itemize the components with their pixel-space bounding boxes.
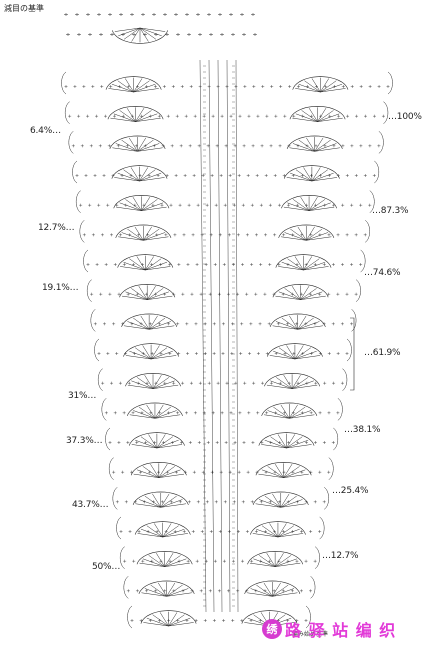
right-label-2: …87.3%	[372, 206, 409, 216]
fan-right-5	[278, 224, 335, 241]
fan-left-14	[132, 491, 189, 508]
fan-left-13	[130, 461, 187, 478]
fan-left-4	[113, 194, 170, 211]
fan-left-15	[134, 521, 191, 538]
fan-right-0	[292, 76, 349, 93]
fan-right-3	[283, 165, 340, 182]
fan-right-2	[286, 135, 343, 152]
right-label-4: …61.9%	[364, 348, 401, 358]
left-label-5: 37.3%…	[66, 436, 103, 446]
fan-left-8	[121, 313, 178, 330]
left-label-6: 43.7%…	[72, 500, 109, 510]
watermark-logo-icon: 绣	[262, 619, 282, 639]
fan-right-15	[250, 521, 306, 538]
fan-left-18	[140, 610, 197, 627]
fan-right-14	[252, 491, 309, 508]
fan-right-10	[264, 372, 320, 389]
fan-right-8	[269, 313, 326, 330]
fan-right-7	[272, 283, 329, 300]
fan-left-17	[138, 580, 195, 597]
left-label-1: 6.4%…	[30, 126, 61, 136]
fan-left-5	[115, 224, 172, 241]
chart-title: 減目の基準	[4, 4, 44, 13]
fan-right-6	[275, 254, 332, 271]
fan-right-16	[247, 550, 304, 567]
left-label-2: 12.7%…	[38, 223, 75, 233]
reduction-reference-strip	[64, 13, 257, 36]
fan-right-17	[244, 580, 301, 597]
fan-left-10	[125, 372, 181, 389]
fan-right-4	[281, 194, 337, 211]
right-label-3: …74.6%	[364, 268, 401, 278]
fan-left-3	[111, 165, 168, 182]
fan-left-6	[117, 254, 174, 271]
left-label-4: 31%…	[68, 391, 97, 401]
fan-left-16	[136, 550, 193, 567]
fan-left-0	[105, 76, 162, 93]
fan-left-9	[123, 343, 179, 360]
right-label-1: …100%	[388, 112, 422, 122]
fan-right-11	[261, 402, 318, 419]
fan-right-9	[267, 343, 323, 360]
watermark-text: 路 驿 站 编 织	[285, 621, 397, 640]
fan-left-2	[109, 135, 166, 152]
left-label-3: 19.1%…	[42, 283, 79, 293]
reference-fan	[112, 27, 168, 44]
fan-left-1	[107, 105, 164, 122]
right-label-5: …38.1%	[344, 425, 381, 435]
fan-right-12	[258, 432, 315, 449]
base-label: 編み始め基準	[292, 631, 329, 638]
fan-left-12	[128, 432, 185, 449]
watermark: 绣 路 驿 站 编 织	[262, 614, 422, 644]
fan-right-1	[289, 105, 346, 122]
fan-right-13	[255, 461, 312, 478]
right-label-7: …12.7%	[322, 551, 359, 561]
right-label-6: …25.4%	[332, 486, 369, 496]
fan-left-7	[119, 283, 176, 300]
fan-left-11	[127, 402, 183, 419]
left-label-7: 50%…	[92, 562, 121, 572]
